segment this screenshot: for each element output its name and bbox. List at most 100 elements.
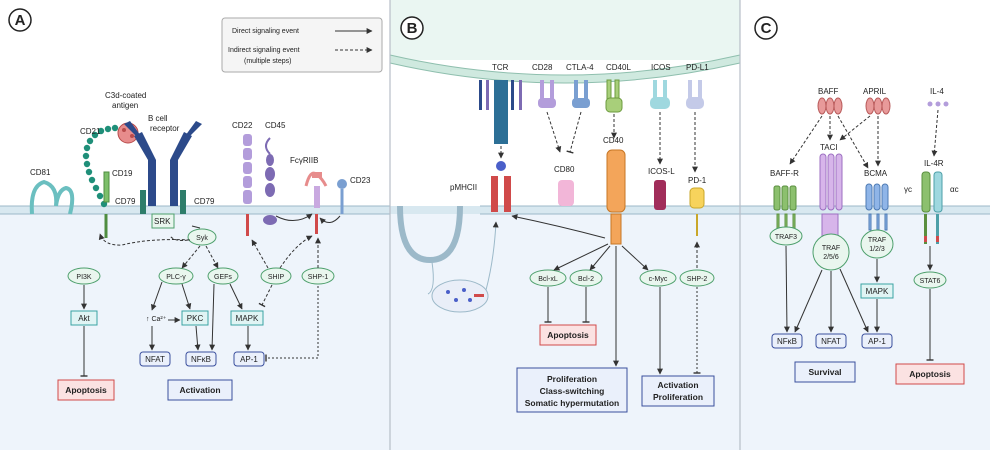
mapk-label-a: MAPK	[236, 314, 259, 323]
pdl1-label: PD-L1	[686, 63, 709, 72]
nfkb-label-c: NFκB	[777, 337, 797, 346]
syk-node	[187, 228, 217, 246]
icosl-receptor	[654, 180, 666, 210]
nfat-box-c	[815, 333, 847, 349]
bclxl-label: Bcl-xL	[538, 276, 558, 283]
prolif-label-line1: Proliferation	[547, 374, 597, 384]
ap1-box-c	[861, 333, 893, 349]
mapk-label-c: MAPK	[866, 287, 889, 296]
activation-label-b-line2: Proliferation	[653, 392, 703, 402]
cd80-receptor	[558, 180, 574, 206]
cd80-label: CD80	[554, 165, 575, 174]
pi3k-label: PI3K	[76, 274, 92, 281]
tcr-label: TCR	[492, 63, 509, 72]
traf3-label: TRAF3	[775, 234, 797, 241]
cd81-receptor	[29, 179, 75, 215]
panel-a-arrows	[80, 213, 341, 377]
plcg-label: PLC-γ	[166, 274, 186, 281]
panel-b: B TCR CD28 CTLA-4 CD40L ICOS	[400, 16, 715, 413]
activation-label-a: Activation	[179, 385, 220, 395]
nfkb-box-c	[771, 333, 803, 349]
panel-a-letter: A	[15, 12, 26, 29]
cd28-label: CD28	[532, 63, 553, 72]
icosl-label: ICOS-L	[648, 167, 675, 176]
panel-b-letter: B	[407, 20, 418, 37]
fcgr-receptor	[304, 171, 328, 234]
bcma-receptor	[865, 183, 889, 231]
cd45-label: CD45	[265, 121, 286, 130]
cd79-left-label: CD79	[115, 197, 136, 206]
baff-ligand	[817, 97, 843, 115]
nfat-box-a	[139, 351, 171, 367]
cd28-receptor	[538, 80, 556, 108]
activation-label-b-line1: Activation	[657, 380, 698, 390]
cd23-label: CD23	[350, 176, 371, 185]
baffr-label: BAFF-R	[770, 169, 799, 178]
ca-label: ↑ Ca²⁺	[146, 316, 167, 323]
shp2-node	[679, 269, 715, 287]
baff-label: BAFF	[818, 87, 839, 96]
bcr-label-line2: receptor	[150, 124, 180, 133]
pdl1-receptor	[686, 80, 704, 109]
legend: Direct signaling event Indirect signalin…	[221, 17, 383, 73]
icos-receptor	[650, 80, 670, 109]
cd22-label: CD22	[232, 121, 253, 130]
pd1-receptor	[689, 187, 705, 236]
traf256-label-line1: TRAF	[822, 245, 840, 252]
pmhcii-label: pMHCII	[450, 183, 477, 192]
pi3k-node	[67, 267, 101, 285]
april-label: APRIL	[863, 87, 887, 96]
bcr-label-line1: B cell	[148, 114, 168, 123]
april-ligand	[865, 97, 891, 115]
panel-c-arrows	[783, 109, 939, 361]
panel-c-letter: C	[761, 20, 772, 37]
nfat-label-c: NFAT	[821, 337, 841, 346]
mapk-box-a	[230, 310, 264, 326]
baffr-receptor	[773, 185, 797, 231]
pkc-box	[181, 310, 209, 326]
nfkb-box-a	[185, 351, 217, 367]
legend-indirect-sub: (multiple steps)	[244, 58, 291, 65]
cd19-label: CD19	[112, 169, 133, 178]
akt-label: Akt	[78, 314, 90, 323]
cd21-label: CD21	[80, 127, 101, 136]
prolif-label-line3: Somatic hypermutation	[525, 398, 619, 408]
ap1-label-c: AP-1	[868, 337, 886, 346]
prolif-box-b	[516, 367, 628, 413]
taci-label: TACI	[820, 143, 838, 152]
bclxl-node	[529, 269, 567, 287]
nfkb-label-a: NFκB	[191, 355, 211, 364]
apoptosis-box-b	[539, 324, 597, 346]
survival-label: Survival	[808, 367, 841, 377]
nfat-label-a: NFAT	[145, 355, 165, 364]
ap1-label-a: AP-1	[240, 355, 258, 364]
shp2-label: SHP-2	[687, 276, 708, 283]
il4r-label: IL-4R	[924, 159, 944, 168]
ctla4-label: CTLA-4	[566, 63, 594, 72]
traf123-node	[860, 229, 894, 259]
activation-box-a	[167, 379, 233, 401]
ctla4-receptor	[572, 80, 590, 108]
il4-label: IL-4	[930, 87, 944, 96]
bcl2-label: Bcl-2	[578, 276, 594, 283]
panel-b-arrows	[427, 111, 701, 375]
cd40-label: CD40	[603, 136, 624, 145]
traf123-label-line1: TRAF	[868, 237, 886, 244]
pkc-label: PKC	[187, 314, 204, 323]
syk-label: Syk	[196, 235, 208, 242]
icos-label: ICOS	[651, 63, 671, 72]
ship-node	[260, 267, 292, 285]
ap1-box-a	[233, 351, 265, 367]
traf256-node	[812, 233, 850, 271]
ac-label: αc	[950, 185, 959, 194]
ship1-label: SHP-1	[308, 274, 329, 281]
cd40l-label: CD40L	[606, 63, 631, 72]
bcma-label: BCMA	[864, 169, 888, 178]
cd40l-receptor	[605, 79, 623, 113]
cd81-label: CD81	[30, 168, 51, 177]
cd23-receptor	[337, 179, 347, 214]
cd79-right-label: CD79	[194, 197, 215, 206]
antigen-label-line1: C3d-coated	[105, 91, 146, 100]
taci-receptor	[819, 153, 843, 237]
